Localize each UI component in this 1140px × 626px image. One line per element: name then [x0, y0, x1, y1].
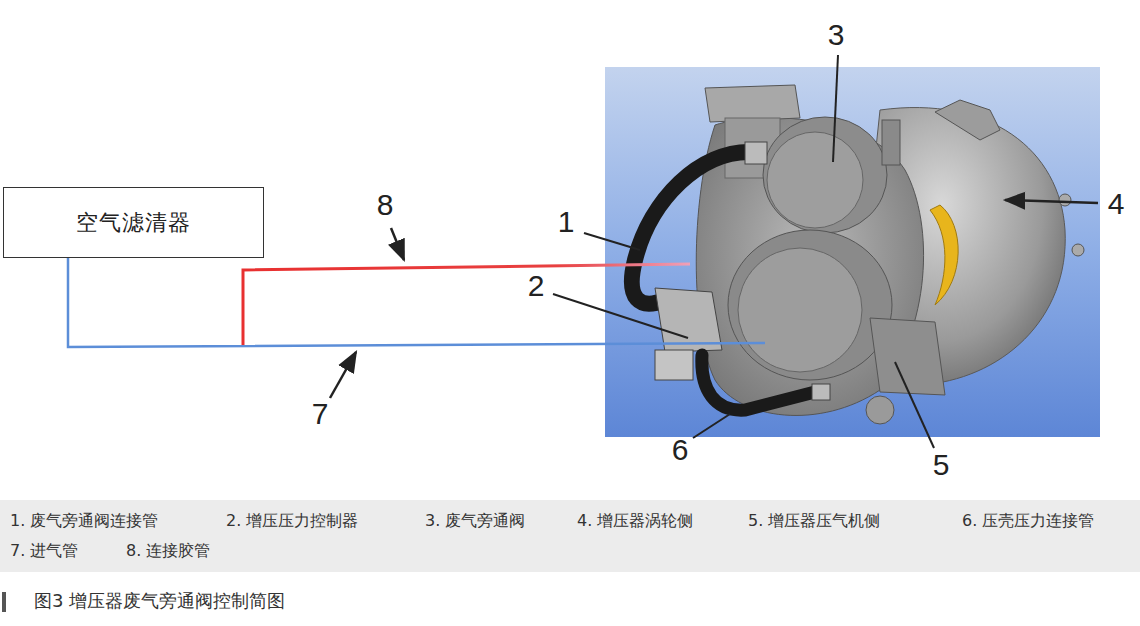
callout-number: 5 — [933, 450, 950, 480]
part-list-item: 8. 连接胶管 — [126, 541, 210, 560]
caption-marker — [2, 592, 6, 612]
callout-number: 3 — [828, 20, 845, 50]
part-list-item: 3. 废气旁通阀 — [425, 511, 525, 530]
compressor-block — [870, 318, 945, 395]
leader-line — [895, 362, 934, 448]
leader-line — [1005, 200, 1098, 203]
part-list-item: 4. 增压器涡轮侧 — [577, 511, 693, 530]
photo-ground — [605, 67, 1100, 437]
part-list-item: 2. 增压压力控制器 — [226, 511, 358, 530]
part-list-item: 5. 增压器压气机侧 — [748, 511, 880, 530]
parts-band — [0, 500, 1140, 572]
yellow-part — [930, 205, 958, 305]
leader-line — [553, 294, 688, 338]
callout-number: 6 — [672, 435, 689, 465]
figure-caption: 图3 增压器废气旁通阀控制简图 — [34, 590, 285, 612]
box-label: 空气滤清器 — [76, 208, 191, 238]
connecting-hose-line — [243, 264, 690, 345]
callout-number: 8 — [377, 190, 394, 220]
leader-line — [693, 414, 730, 438]
hose — [632, 152, 752, 304]
callout-number: 2 — [528, 271, 545, 301]
callout-number: 7 — [312, 399, 329, 429]
part-list-item: 1. 废气旁通阀连接管 — [10, 511, 158, 530]
part-list-item: 6. 压壳压力连接管 — [962, 511, 1094, 530]
leader-line — [330, 352, 356, 398]
hose — [702, 355, 815, 410]
callout-number: 4 — [1108, 189, 1125, 219]
bracket — [935, 100, 1000, 140]
leader-line — [584, 233, 640, 250]
process-box: 空气滤清器 — [3, 187, 264, 258]
callout-number: 1 — [558, 207, 575, 237]
leader-line — [391, 228, 404, 260]
part-list-item: 7. 进气管 — [10, 541, 78, 560]
leader-line — [833, 55, 838, 162]
intake-pipe — [68, 258, 765, 347]
flange — [705, 85, 800, 122]
